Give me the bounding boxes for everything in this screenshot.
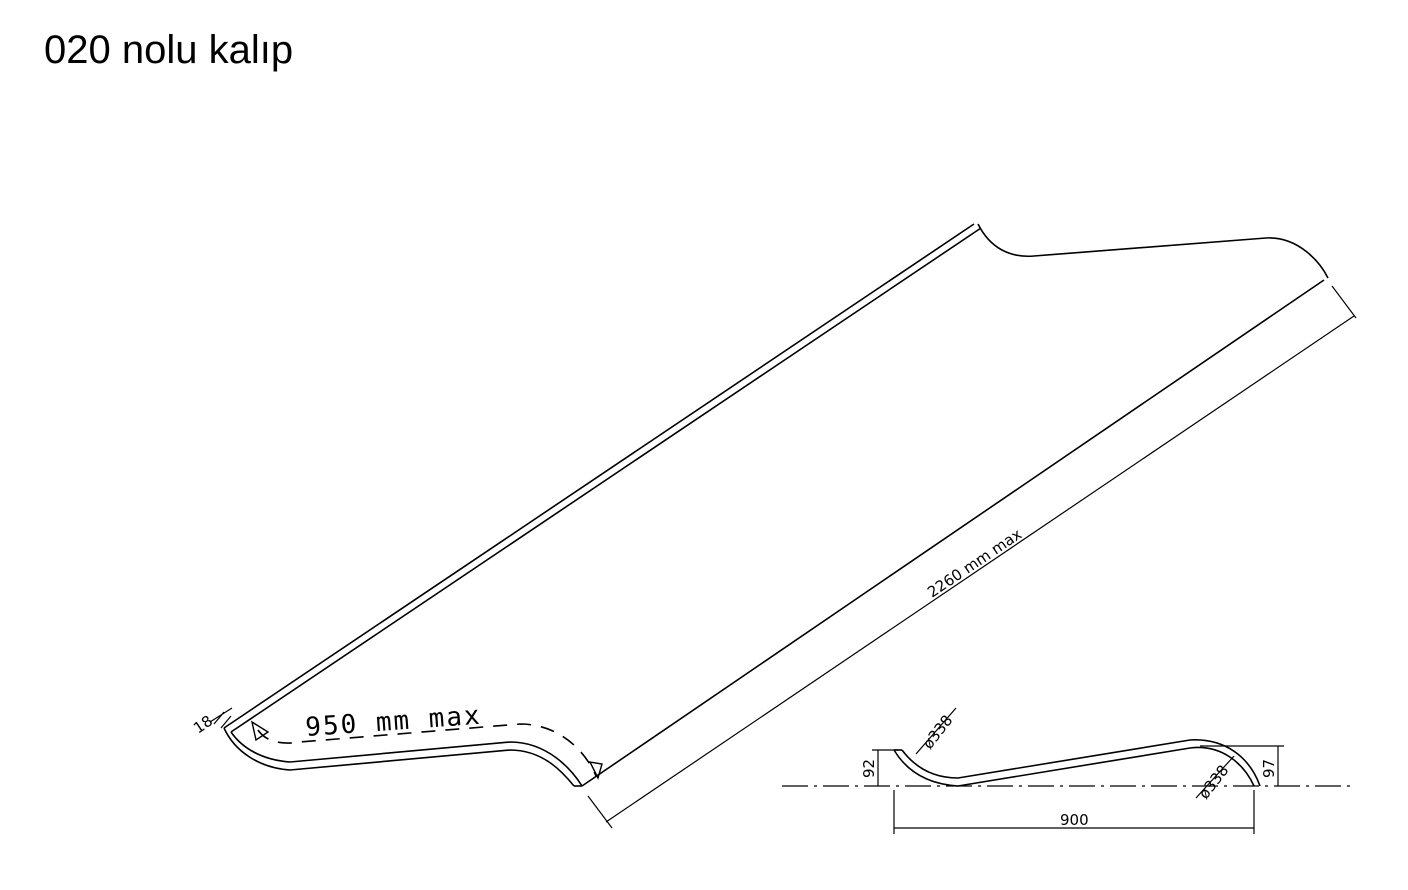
dim-width-label: 950 mm max <box>304 701 482 743</box>
dim-diameter-left-label: ø338 <box>919 712 956 753</box>
dim-width-line <box>257 723 597 777</box>
dim-width-arrow-end <box>588 761 603 780</box>
panel-isometric <box>223 223 1329 787</box>
profile-curve-outer <box>893 746 1255 787</box>
drawing-title: 020 nolu kalıp <box>44 28 294 72</box>
dim-width-arrow-start <box>250 720 270 742</box>
dim-height-left-label: 92 <box>860 759 878 778</box>
dim-length-line <box>605 315 1355 823</box>
dim-width: 950 mm max <box>250 701 603 780</box>
panel-top-edge-outer <box>223 223 975 729</box>
dim-height-right-label: 97 <box>1260 759 1278 778</box>
side-profile: 92 97 ø338 ø338 900 <box>782 707 1350 834</box>
dim-length-label: 2260 mm max <box>924 525 1025 601</box>
panel-back-profile <box>977 223 1329 279</box>
panel-bottom-edge <box>581 279 1325 787</box>
panel-front-profile-inner <box>230 731 583 787</box>
profile-curve-inner <box>901 739 1261 787</box>
dim-thickness-label: 18 <box>190 712 216 738</box>
dim-diameter-right-label: ø338 <box>1195 762 1232 803</box>
dim-length: 2260 mm max <box>587 285 1357 829</box>
panel-top-edge-inner <box>230 227 982 733</box>
panel-front-profile <box>223 727 575 787</box>
dim-span-label: 900 <box>1060 811 1089 829</box>
